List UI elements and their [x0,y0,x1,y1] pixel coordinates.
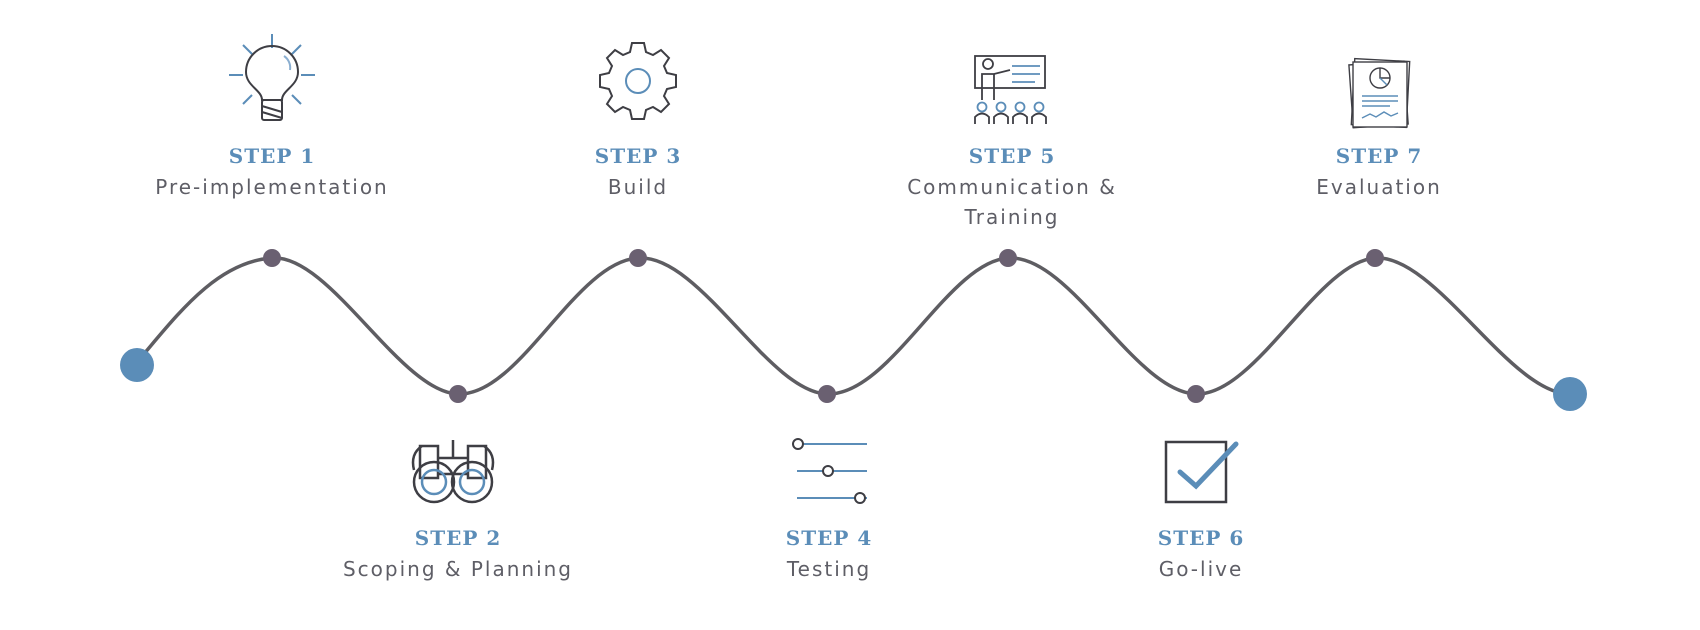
step-1-title: Pre-implementation [155,175,389,199]
step-node-5 [999,249,1017,267]
checkbox-icon [1164,440,1239,504]
step-2: STEP 2 Scoping & Planning [308,526,608,584]
step-7-label: STEP 7 [1335,144,1423,168]
step-6-title: Go-live [1158,557,1244,581]
step-7: STEP 7 Evaluation [1229,144,1529,202]
step-node-6 [1187,385,1205,403]
step-node-3 [629,249,647,267]
step-4-title: Testing [786,557,872,581]
step-4-label: STEP 4 [785,526,873,550]
step-5: STEP 5 Communication & Training [892,144,1132,232]
lightbulb-icon [229,34,315,121]
start-node [120,348,154,382]
step-5-label: STEP 5 [968,144,1056,168]
presentation-icon [974,55,1047,124]
step-2-title: Scoping & Planning [342,557,573,581]
step-node-7 [1366,249,1384,267]
step-1-label: STEP 1 [228,144,316,168]
sliders-icon [792,438,867,504]
step-7-title: Evaluation [1316,175,1442,199]
gear-icon [599,42,677,120]
binoculars-icon [411,440,495,504]
step-node-2 [449,385,467,403]
step-3: STEP 3 Build [488,144,788,202]
step-5-title: Communication & Training [907,175,1117,229]
step-2-label: STEP 2 [414,526,502,550]
step-4: STEP 4 Testing [679,526,979,584]
step-node-4 [818,385,836,403]
end-node [1553,377,1587,411]
step-6: STEP 6 Go-live [1051,526,1351,584]
step-6-label: STEP 6 [1157,526,1245,550]
wave-line [135,256,1571,396]
step-node-1 [263,249,281,267]
report-icon [1348,57,1411,129]
step-1: STEP 1 Pre-implementation [122,144,422,202]
step-3-label: STEP 3 [594,144,682,168]
step-3-title: Build [607,175,669,199]
